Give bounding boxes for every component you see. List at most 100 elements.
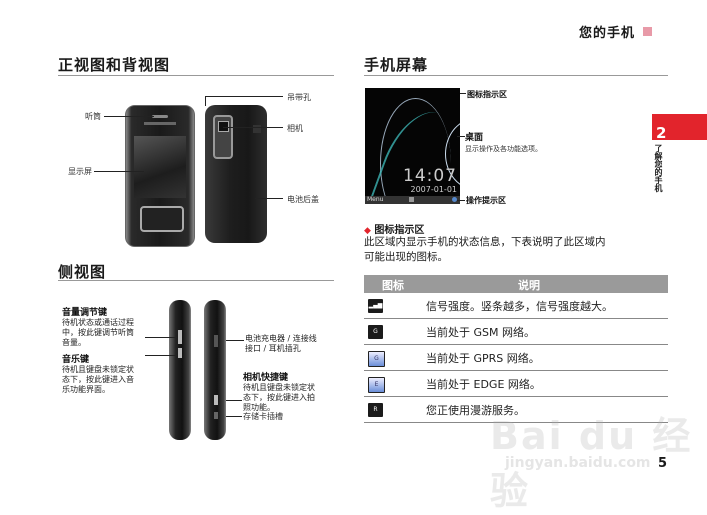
screen-clock: 14:07	[403, 166, 457, 186]
keypad-graphic	[140, 206, 184, 232]
display-graphic	[134, 136, 186, 198]
screen-date: 2007-01-01	[410, 185, 458, 194]
desktop-description: 显示操作及各功能选项。	[465, 145, 542, 153]
table-row: R 您正使用漫游服务。	[364, 397, 668, 423]
running-header: 您的手机	[578, 26, 635, 41]
leader-line	[226, 400, 242, 401]
music-key-desc-line: 乐功能界面。	[62, 385, 110, 394]
music-key-desc-line: 态下，按此键进入音	[62, 375, 134, 384]
charger-port-desc-line: 接口 / 耳机插孔	[245, 344, 301, 353]
label-indicator-area: 图标指示区	[467, 90, 507, 99]
row-description: 当前处于 EDGE 网络。	[426, 378, 541, 391]
subsection-title: 图标指示区	[374, 225, 425, 236]
row-description: 信号强度。竖条越多，信号强度越大。	[426, 300, 613, 313]
phone-screen-image: 14:07 2007-01-01 Menu	[365, 88, 460, 204]
leader-line	[226, 340, 244, 341]
column-header-icon: 图标	[382, 279, 404, 292]
card-slot-graphic	[214, 412, 218, 419]
charger-port-desc-line: 电池充电器 / 连接线	[245, 334, 317, 343]
divider	[58, 280, 334, 281]
divider	[58, 75, 334, 76]
edge-icon: E	[368, 377, 385, 393]
description-line: 此区域内显示手机的状态信息，下表说明了此区域内	[364, 236, 606, 248]
earpiece-graphic	[152, 115, 168, 118]
table-row: E 当前处于 EDGE 网络。	[364, 371, 668, 397]
wallpaper-arc	[380, 98, 451, 204]
divider	[364, 75, 668, 76]
music-key-desc-line: 待机且键盘未锁定状	[62, 365, 134, 374]
table-row: G 当前处于 GPRS 网络。	[364, 345, 668, 371]
volume-key-callout: 音量调节键 待机状态或通话过程 中，按此键调节听筒 音量。	[62, 305, 134, 348]
chapter-number: 2	[656, 124, 667, 142]
table-row: G 当前处于 GSM 网络。	[364, 319, 668, 345]
camera-key-desc-line: 待机且键盘未锁定状	[243, 383, 315, 392]
leader-line	[223, 127, 283, 128]
volume-key-desc-line: 中，按此键调节听筒	[62, 328, 134, 337]
leader-line	[104, 116, 154, 117]
phone-back-image	[205, 105, 267, 243]
header-marker	[643, 27, 652, 36]
leader-line	[255, 198, 283, 199]
status-bar-graphic	[365, 88, 460, 95]
label-display: 显示屏	[68, 167, 92, 176]
indicator-description: 此区域内显示手机的状态信息，下表说明了此区域内 可能出现的图标。	[364, 235, 606, 265]
page-number: 5	[658, 456, 668, 471]
label-earpiece: 听筒	[85, 112, 101, 121]
camera-key-callout: 相机快捷键 待机且键盘未锁定状 态下，按此键进入拍 照功能。	[243, 370, 315, 413]
description-line: 可能出现的图标。	[364, 251, 448, 263]
label-battery-cover: 电池后盖	[287, 195, 319, 204]
music-key-graphic	[178, 348, 182, 358]
label-prompt-area: 操作提示区	[466, 196, 506, 205]
leader-line	[94, 171, 144, 172]
leader-line	[205, 96, 206, 106]
camera-key-title: 相机快捷键	[243, 373, 289, 383]
label-camera: 相机	[287, 124, 303, 133]
table-header: 图标 说明	[364, 275, 668, 293]
watermark-url: jingyan.baidu.com	[505, 455, 651, 471]
watermark-logo: Bai du 经验	[490, 414, 693, 513]
leader-line	[145, 337, 177, 338]
leader-line	[205, 96, 283, 97]
camera-key-graphic	[214, 395, 218, 405]
row-description: 当前处于 GSM 网络。	[426, 326, 535, 339]
lens-graphic	[218, 121, 229, 132]
leader-line	[457, 136, 465, 137]
label-card-slot: 存储卡插槽	[243, 412, 283, 421]
music-key-callout: 音乐键 待机且键盘未锁定状 态下，按此键进入音 乐功能界面。	[62, 352, 134, 395]
row-description: 您正使用漫游服务。	[426, 404, 525, 417]
diamond-bullet-icon: ◆	[364, 226, 371, 236]
camera-module-graphic	[213, 115, 233, 159]
camera-key-desc-line: 照功能。	[243, 403, 275, 412]
roaming-icon: R	[368, 403, 383, 417]
section-title-front-back: 正视图和背视图	[58, 56, 171, 74]
volume-key-desc-line: 待机状态或通话过程	[62, 318, 134, 327]
softkey-bar: Menu	[365, 196, 460, 204]
section-title-screen: 手机屏幕	[364, 56, 429, 74]
section-title-side-view: 侧视图	[58, 263, 107, 281]
grid-icon	[409, 197, 414, 202]
chapter-title-vertical: 了解您的手机	[654, 144, 663, 192]
phone-side-left-image	[169, 300, 191, 440]
label-desktop: 桌面	[465, 133, 484, 143]
leader-line	[226, 416, 242, 417]
softkey-menu: Menu	[367, 196, 384, 203]
leader-line	[460, 93, 466, 94]
table-row: ▂▄▆ 信号强度。竖条越多，信号强度越大。	[364, 293, 668, 319]
volume-key-title: 音量调节键	[62, 308, 108, 318]
leader-line	[457, 200, 465, 201]
label-strap-hole: 吊带孔	[287, 93, 311, 102]
chapter-tab	[652, 114, 707, 140]
phone-front-image	[125, 105, 195, 247]
column-header-description: 说明	[518, 279, 540, 292]
volume-key-graphic	[178, 330, 182, 344]
brand-graphic	[144, 122, 176, 125]
subsection-heading: ◆ 图标指示区	[364, 221, 424, 236]
flash-graphic	[253, 125, 261, 133]
camera-key-desc-line: 态下，按此键进入拍	[243, 393, 315, 402]
gsm-icon: G	[368, 325, 383, 339]
gprs-icon: G	[368, 351, 385, 367]
charger-port-callout: 电池充电器 / 连接线 接口 / 耳机插孔	[245, 334, 317, 354]
signal-strength-icon: ▂▄▆	[368, 299, 383, 313]
charger-port-graphic	[214, 335, 218, 347]
phone-side-right-image	[204, 300, 226, 440]
